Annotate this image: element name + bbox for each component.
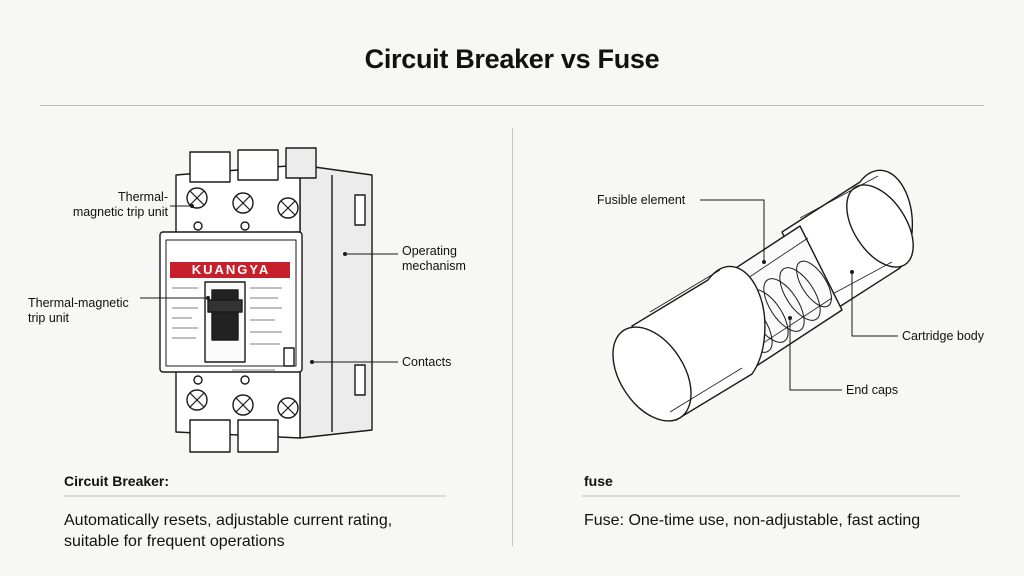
breaker-brand-text: KUANGYA — [191, 262, 271, 277]
fuse-heading: fuse — [584, 473, 613, 489]
label-fusible-element: Fusible element — [597, 193, 686, 207]
label-trip-unit-top: Thermal- magnetic trip unit — [72, 190, 168, 219]
center-divider — [512, 128, 513, 546]
breaker-heading: Circuit Breaker: — [64, 473, 170, 489]
label-contacts: Contacts — [402, 355, 452, 369]
label-cartridge-body: Cartridge body — [902, 329, 984, 343]
breaker-leader-lines — [140, 205, 398, 363]
title-divider — [40, 105, 984, 106]
label-trip-unit-mid: Thermal-magnetic trip unit — [28, 296, 129, 325]
label-end-caps: End caps — [846, 383, 899, 397]
page-title: Circuit Breaker vs Fuse — [364, 44, 660, 74]
fuse-leader-lines — [700, 199, 898, 391]
circuit-breaker-drawing — [159, 147, 373, 453]
label-operating-mechanism: Operating mechanism — [402, 244, 466, 273]
fuse-description: Fuse: One-time use, non-adjustable, fast… — [584, 512, 921, 529]
fuse-drawing — [612, 169, 914, 422]
breaker-description: Automatically resets, adjustable current… — [64, 512, 393, 550]
brand-band — [170, 262, 290, 278]
